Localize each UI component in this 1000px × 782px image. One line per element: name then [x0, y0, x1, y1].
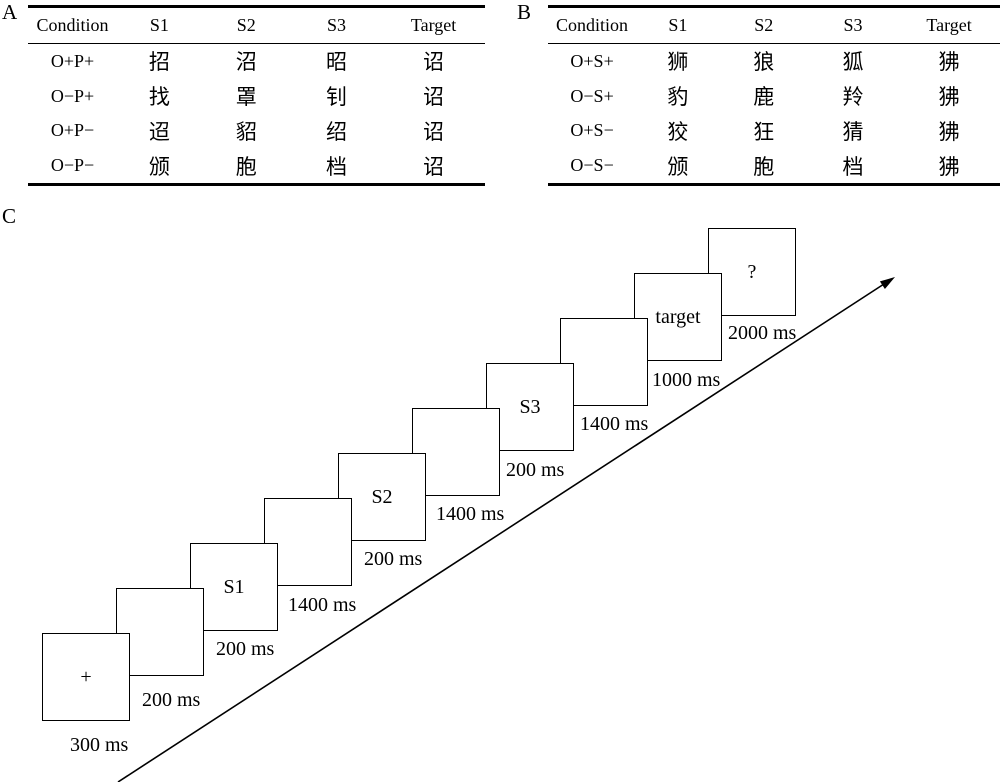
s2-label: S2	[371, 485, 393, 508]
header-condition: Condition	[556, 15, 629, 35]
s1-cell: 招	[148, 50, 170, 75]
header-s3: S3	[326, 15, 346, 35]
table-a-body: O+P+ 招 沼 昭 诏 O−P+ 找 罩 钊 诏 O+P− 迢 貂 绍 诏	[28, 44, 485, 183]
s2-cell: 鹿	[753, 85, 775, 110]
condition-cell: O−S+	[570, 85, 614, 106]
s3-cell: 狐	[842, 50, 864, 75]
s3-cell: 昭	[325, 50, 347, 75]
duration-label: 200 ms	[142, 689, 201, 711]
condition-cell: O−S−	[570, 155, 614, 176]
header-s2: S2	[754, 15, 774, 35]
duration-label: 2000 ms	[728, 322, 797, 344]
condition-cell: O+P+	[50, 50, 95, 71]
stimulus-table-b: Condition S1 S2 S3 Target O+S+ 狮 狼 狐 狒 O…	[548, 5, 1000, 186]
target-cell: 狒	[938, 119, 960, 144]
table-row: O+P+ 招 沼 昭 诏	[28, 44, 485, 79]
s3-cell: 羚	[842, 85, 864, 110]
s2-cell: 胞	[753, 154, 775, 179]
table-row: O−P− 颁 胞 档 诏	[28, 148, 485, 183]
table-row: O−S+ 豹 鹿 羚 狒	[548, 79, 1000, 114]
target-cell: 狒	[938, 154, 960, 179]
s1-cell: 颁	[148, 154, 170, 179]
stimulus-table-a: Condition S1 S2 S3 Target O+P+ 招 沼 昭 诏 O…	[28, 5, 485, 186]
target-cell: 诏	[423, 50, 445, 75]
target-label: target	[655, 305, 701, 328]
s2-cell: 狼	[753, 50, 775, 75]
target-cell: 狒	[938, 85, 960, 110]
panel-c-label: C	[2, 204, 17, 228]
duration-label: 1400 ms	[580, 413, 649, 435]
header-condition: Condition	[36, 15, 109, 35]
condition-cell: O+P−	[50, 120, 95, 141]
condition-cell: O−P+	[50, 85, 95, 106]
sequence-box-fixation: +	[42, 633, 130, 721]
header-target: Target	[926, 15, 972, 35]
fixation-cross: +	[80, 665, 92, 688]
s3-cell: 档	[842, 154, 864, 179]
s1-label: S1	[223, 575, 245, 598]
target-cell: 诏	[423, 85, 445, 110]
s1-cell: 迢	[148, 119, 170, 144]
sequence-box-blank	[412, 408, 500, 496]
sequence-box-target: target	[634, 273, 722, 361]
table-row: O−S− 颁 胞 档 狒	[548, 148, 1000, 183]
table-row: O−P+ 找 罩 钊 诏	[28, 79, 485, 114]
sequence-box-response: ?	[708, 228, 796, 316]
condition-cell: O−P−	[50, 155, 95, 176]
sequence-box-s2: S2	[338, 453, 426, 541]
s3-cell: 绍	[325, 119, 347, 144]
duration-label: 1400 ms	[288, 594, 357, 616]
header-s1: S1	[668, 15, 688, 35]
duration-label: 1000 ms	[652, 369, 721, 391]
s3-cell: 档	[325, 154, 347, 179]
duration-label: 200 ms	[216, 638, 275, 660]
s2-cell: 沼	[235, 50, 257, 75]
table-row: O+S+ 狮 狼 狐 狒	[548, 44, 1000, 79]
s2-cell: 貂	[235, 119, 257, 144]
duration-label: 200 ms	[506, 459, 565, 481]
s1-cell: 狡	[667, 119, 689, 144]
header-s3: S3	[843, 15, 863, 35]
question-mark: ?	[747, 260, 757, 283]
s2-cell: 胞	[235, 154, 257, 179]
s2-cell: 罩	[235, 85, 257, 110]
s1-cell: 狮	[667, 50, 689, 75]
sequence-box-blank	[116, 588, 204, 676]
header-s2: S2	[236, 15, 256, 35]
s2-cell: 狂	[753, 119, 775, 144]
header-target: Target	[410, 15, 457, 35]
sequence-box-blank	[560, 318, 648, 406]
table-row: O+P− 迢 貂 绍 诏	[28, 114, 485, 149]
duration-label: 1400 ms	[436, 503, 505, 525]
target-cell: 诏	[423, 154, 445, 179]
s3-cell: 钊	[325, 85, 347, 110]
panel-b-label: B	[517, 0, 532, 24]
sequence-box-blank	[264, 498, 352, 586]
header-s1: S1	[149, 15, 169, 35]
target-cell: 诏	[423, 119, 445, 144]
sequence-box-s1: S1	[190, 543, 278, 631]
table-a-header-row: Condition S1 S2 S3 Target	[28, 8, 485, 44]
table-b-header-row: Condition S1 S2 S3 Target	[548, 8, 1000, 44]
table-b-body: O+S+ 狮 狼 狐 狒 O−S+ 豹 鹿 羚 狒 O+S− 狡 狂 猜 狒	[548, 44, 1000, 183]
condition-cell: O+S+	[570, 50, 614, 71]
s3-cell: 猜	[842, 119, 864, 144]
sequence-box-s3: S3	[486, 363, 574, 451]
target-cell: 狒	[938, 50, 960, 75]
s1-cell: 找	[148, 85, 170, 110]
condition-cell: O+S−	[570, 120, 614, 141]
s1-cell: 颁	[667, 154, 689, 179]
panel-a-label: A	[2, 0, 18, 24]
s3-label: S3	[519, 395, 541, 418]
duration-label: 300 ms	[70, 734, 129, 756]
duration-label: 200 ms	[364, 548, 423, 570]
table-row: O+S− 狡 狂 猜 狒	[548, 114, 1000, 149]
s1-cell: 豹	[667, 85, 689, 110]
